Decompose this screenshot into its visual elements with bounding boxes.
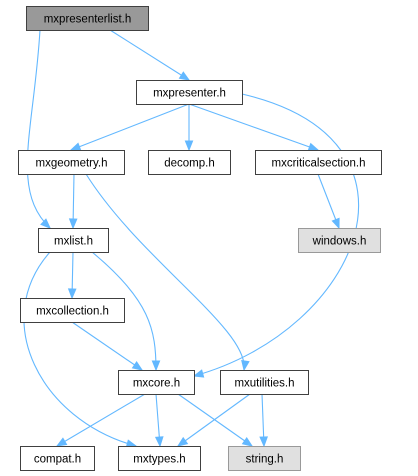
node-compat-box[interactable] [20,446,95,471]
node-decomp-label: decomp.h [164,158,215,170]
node-decomp[interactable]: decomp.h [148,150,231,175]
arrowhead-presenter-to-critsec [307,142,320,151]
node-critsec-box[interactable] [255,150,382,175]
node-critsec-label: mxcriticalsection.h [272,158,366,170]
edge-collection-to-core [71,321,143,371]
edge-root-to-list [26,29,51,229]
arrowhead-utilities-to-types [176,436,189,447]
arrowhead-presenter-to-core [192,369,205,378]
edge-critsec-to-windows [317,173,340,229]
node-utilities[interactable]: mxutilities.h [220,370,309,395]
arrowhead-collection-to-core [131,361,144,371]
node-list[interactable]: mxlist.h [38,228,109,253]
edge-utilities-to-types [177,393,251,447]
node-types-label: mxtypes.h [133,454,185,466]
edges-layer [23,29,359,448]
arrowhead-geometry-to-list [68,218,78,230]
node-list-box[interactable] [38,228,109,253]
edge-core-to-string [177,393,253,447]
nodes-layer: mxpresenterlist.h mxpresenter.h mxgeometry… [18,6,382,471]
arrowhead-presenter-to-decomp [184,140,194,152]
node-string[interactable]: string.h [228,446,301,471]
node-geometry-label: mxgeometry.h [35,158,107,170]
arrowhead-core-to-types [154,436,164,448]
node-types[interactable]: mxtypes.h [118,446,201,471]
edge-presenter-to-geometry [70,103,190,151]
arrowhead-presenter-to-geometry [69,142,82,151]
node-root[interactable]: mxpresenterlist.h [26,6,149,31]
node-list-label: mxlist.h [54,236,93,248]
edge-list-to-types [23,251,137,447]
node-compat-label: compat.h [34,454,81,466]
node-collection-box[interactable] [20,298,125,323]
node-core-box[interactable] [118,370,195,395]
node-collection[interactable]: mxcollection.h [20,298,125,323]
node-decomp-box[interactable] [148,150,231,175]
arrowhead-geometry-to-utilities [241,359,250,372]
arrowhead-utilities-to-string [259,436,268,448]
node-windows-label: windows.h [312,236,367,248]
arrowhead-core-to-string [241,436,254,447]
node-presenter-box[interactable] [136,80,243,105]
node-windows-box[interactable] [298,228,381,253]
node-presenter[interactable]: mxpresenter.h [136,80,243,105]
node-root-label: mxpresenterlist.h [44,14,132,26]
node-geometry-box[interactable] [18,150,125,175]
edge-presenter-to-critsec [188,103,319,151]
node-geometry[interactable]: mxgeometry.h [18,150,125,175]
arrowhead-list-to-collection [67,288,77,300]
node-utilities-label: mxutilities.h [234,378,294,390]
arrowhead-list-to-core [151,360,161,372]
edge-core-to-compat [56,393,146,447]
edge-root-to-presenter [109,29,190,81]
node-core[interactable]: mxcore.h [118,370,195,395]
arrowhead-root-to-list [40,218,51,229]
node-presenter-label: mxpresenter.h [153,88,226,100]
edge-geometry-to-utilities [85,173,245,371]
node-compat[interactable]: compat.h [20,446,95,471]
node-core-label: mxcore.h [133,378,180,390]
node-windows[interactable]: windows.h [298,228,381,253]
arrowhead-critsec-to-windows [331,217,340,230]
arrowhead-root-to-presenter [178,71,191,81]
node-critsec[interactable]: mxcriticalsection.h [255,150,382,175]
edge-list-to-core [91,251,157,371]
node-collection-label: mxcollection.h [36,306,109,318]
node-string-box[interactable] [228,446,301,471]
arrowhead-core-to-compat [55,437,68,447]
node-string-label: string.h [246,454,284,466]
node-root-box[interactable] [26,6,149,31]
node-utilities-box[interactable] [220,370,309,395]
node-types-box[interactable] [118,446,201,471]
